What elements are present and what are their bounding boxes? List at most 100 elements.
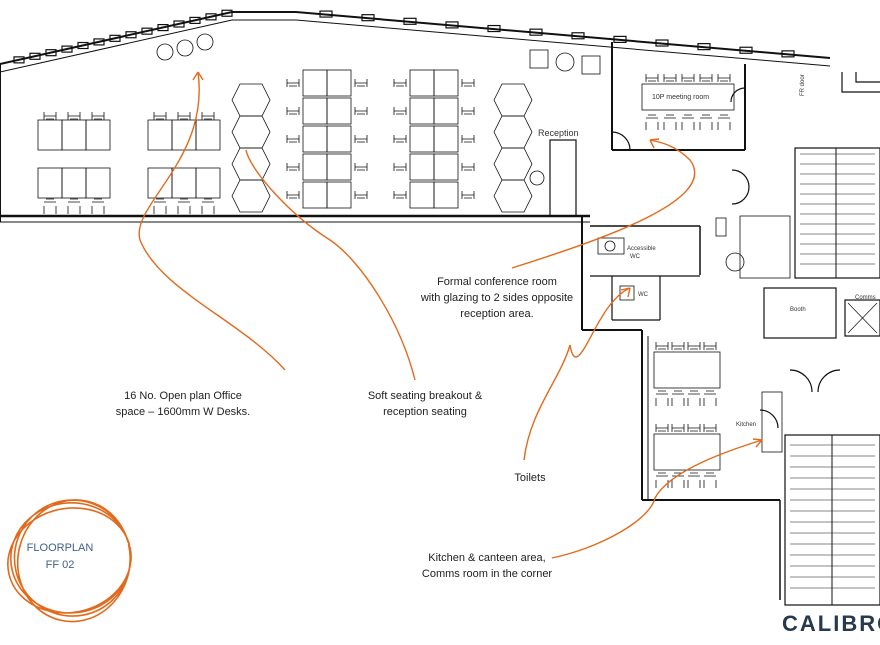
chair: [663, 114, 677, 130]
desk: [85, 167, 111, 199]
window-mullion: [529, 28, 543, 36]
calibro-logo: CALIBRO: [782, 611, 880, 636]
window-mullion: [125, 31, 137, 39]
window-mullion: [403, 17, 417, 25]
annotation-arrows: [7, 71, 763, 623]
chair: [687, 342, 701, 350]
lounge-chair: [581, 55, 601, 75]
chair: [286, 191, 300, 199]
lift-shaft: [841, 72, 880, 93]
conference-line-2: with glazing to 2 sides opposite: [420, 292, 574, 304]
toilet-bowl: [604, 240, 616, 252]
wc-label: WC: [638, 292, 648, 298]
office-annotation: 16 No. Open plan Office space – 1600mm W…: [98, 388, 268, 420]
chair: [655, 390, 669, 406]
office-annotation-line-2: space – 1600mm W Desks.: [115, 406, 251, 418]
desk: [37, 119, 63, 151]
kitchen-counter: [761, 391, 783, 453]
fire-door-label: FR door: [800, 74, 806, 96]
toilets-annotation: Toilets: [514, 472, 546, 484]
soft-seating-line-1: Soft seating breakout &: [367, 390, 483, 402]
chair: [645, 114, 659, 130]
window-mullion: [141, 27, 153, 35]
desk: [409, 181, 435, 209]
window-mullion: [205, 13, 217, 21]
accessible-wc-fixture: [597, 237, 625, 255]
desk: [147, 167, 173, 199]
chair: [354, 79, 368, 87]
chair: [286, 135, 300, 143]
window-mullion: [45, 49, 57, 57]
chair: [354, 191, 368, 199]
chair: [655, 472, 669, 488]
reception-desk: [549, 139, 577, 217]
chair: [671, 390, 685, 406]
chair: [286, 163, 300, 171]
window-mullion: [157, 23, 169, 32]
toilets-arrow-head: [620, 287, 631, 298]
window-mullion: [93, 38, 105, 46]
reception-chair: [529, 170, 545, 186]
soft-seating-pod: [493, 179, 533, 213]
outer-wall-top-right-inner: [295, 19, 831, 67]
desk: [409, 125, 435, 153]
chair: [91, 112, 105, 120]
chair: [687, 390, 701, 406]
office-arrow: [138, 71, 286, 371]
chair: [201, 112, 215, 120]
desk: [433, 153, 459, 181]
chair: [645, 74, 659, 82]
desk: [302, 69, 328, 97]
window-mullion: [571, 32, 585, 40]
kitchen-arrow: [551, 439, 763, 559]
window-mullion: [781, 50, 795, 58]
window-mullion: [487, 24, 501, 33]
chair: [687, 424, 701, 432]
chair: [717, 114, 731, 130]
conference-line-1: Formal conference room: [437, 276, 557, 288]
conference-annotation: Formal conference room with glazing to 2…: [402, 274, 592, 322]
comms-label: Comms: [855, 295, 876, 301]
chair: [461, 191, 475, 199]
comms-room: [844, 299, 880, 337]
chair: [703, 342, 717, 350]
window-mullion: [13, 56, 25, 64]
coffee-table: [555, 52, 575, 72]
breakout-table: [176, 39, 194, 57]
chair: [717, 74, 731, 82]
conference-arrow: [511, 139, 696, 269]
chair: [177, 112, 191, 120]
desk: [409, 97, 435, 125]
comms-cross: [847, 302, 878, 334]
chair: [461, 79, 475, 87]
booth: [763, 287, 837, 339]
chair: [91, 198, 105, 214]
meeting-door-swing: [611, 131, 631, 151]
desk: [326, 125, 352, 153]
desk: [326, 97, 352, 125]
desk: [302, 125, 328, 153]
window-mullion: [697, 43, 711, 51]
desk: [171, 119, 197, 151]
window-mullion: [221, 9, 233, 17]
desk: [302, 153, 328, 181]
desk: [433, 125, 459, 153]
chair: [699, 74, 713, 82]
kitchen-line-2: Comms room in the corner: [421, 568, 553, 580]
desk: [147, 119, 173, 151]
chair: [153, 198, 167, 214]
chair: [681, 114, 695, 130]
desk: [195, 119, 221, 151]
chair: [393, 163, 407, 171]
booth-label: Booth: [790, 307, 806, 313]
chair: [393, 135, 407, 143]
chair: [393, 79, 407, 87]
chair: [67, 198, 81, 214]
soft-seating-line-2: reception seating: [383, 406, 467, 418]
kitchen-door-swing: [759, 409, 779, 429]
walls: [0, 9, 880, 606]
plant-unit: [725, 252, 745, 272]
soft-seating-pod: [231, 179, 271, 213]
